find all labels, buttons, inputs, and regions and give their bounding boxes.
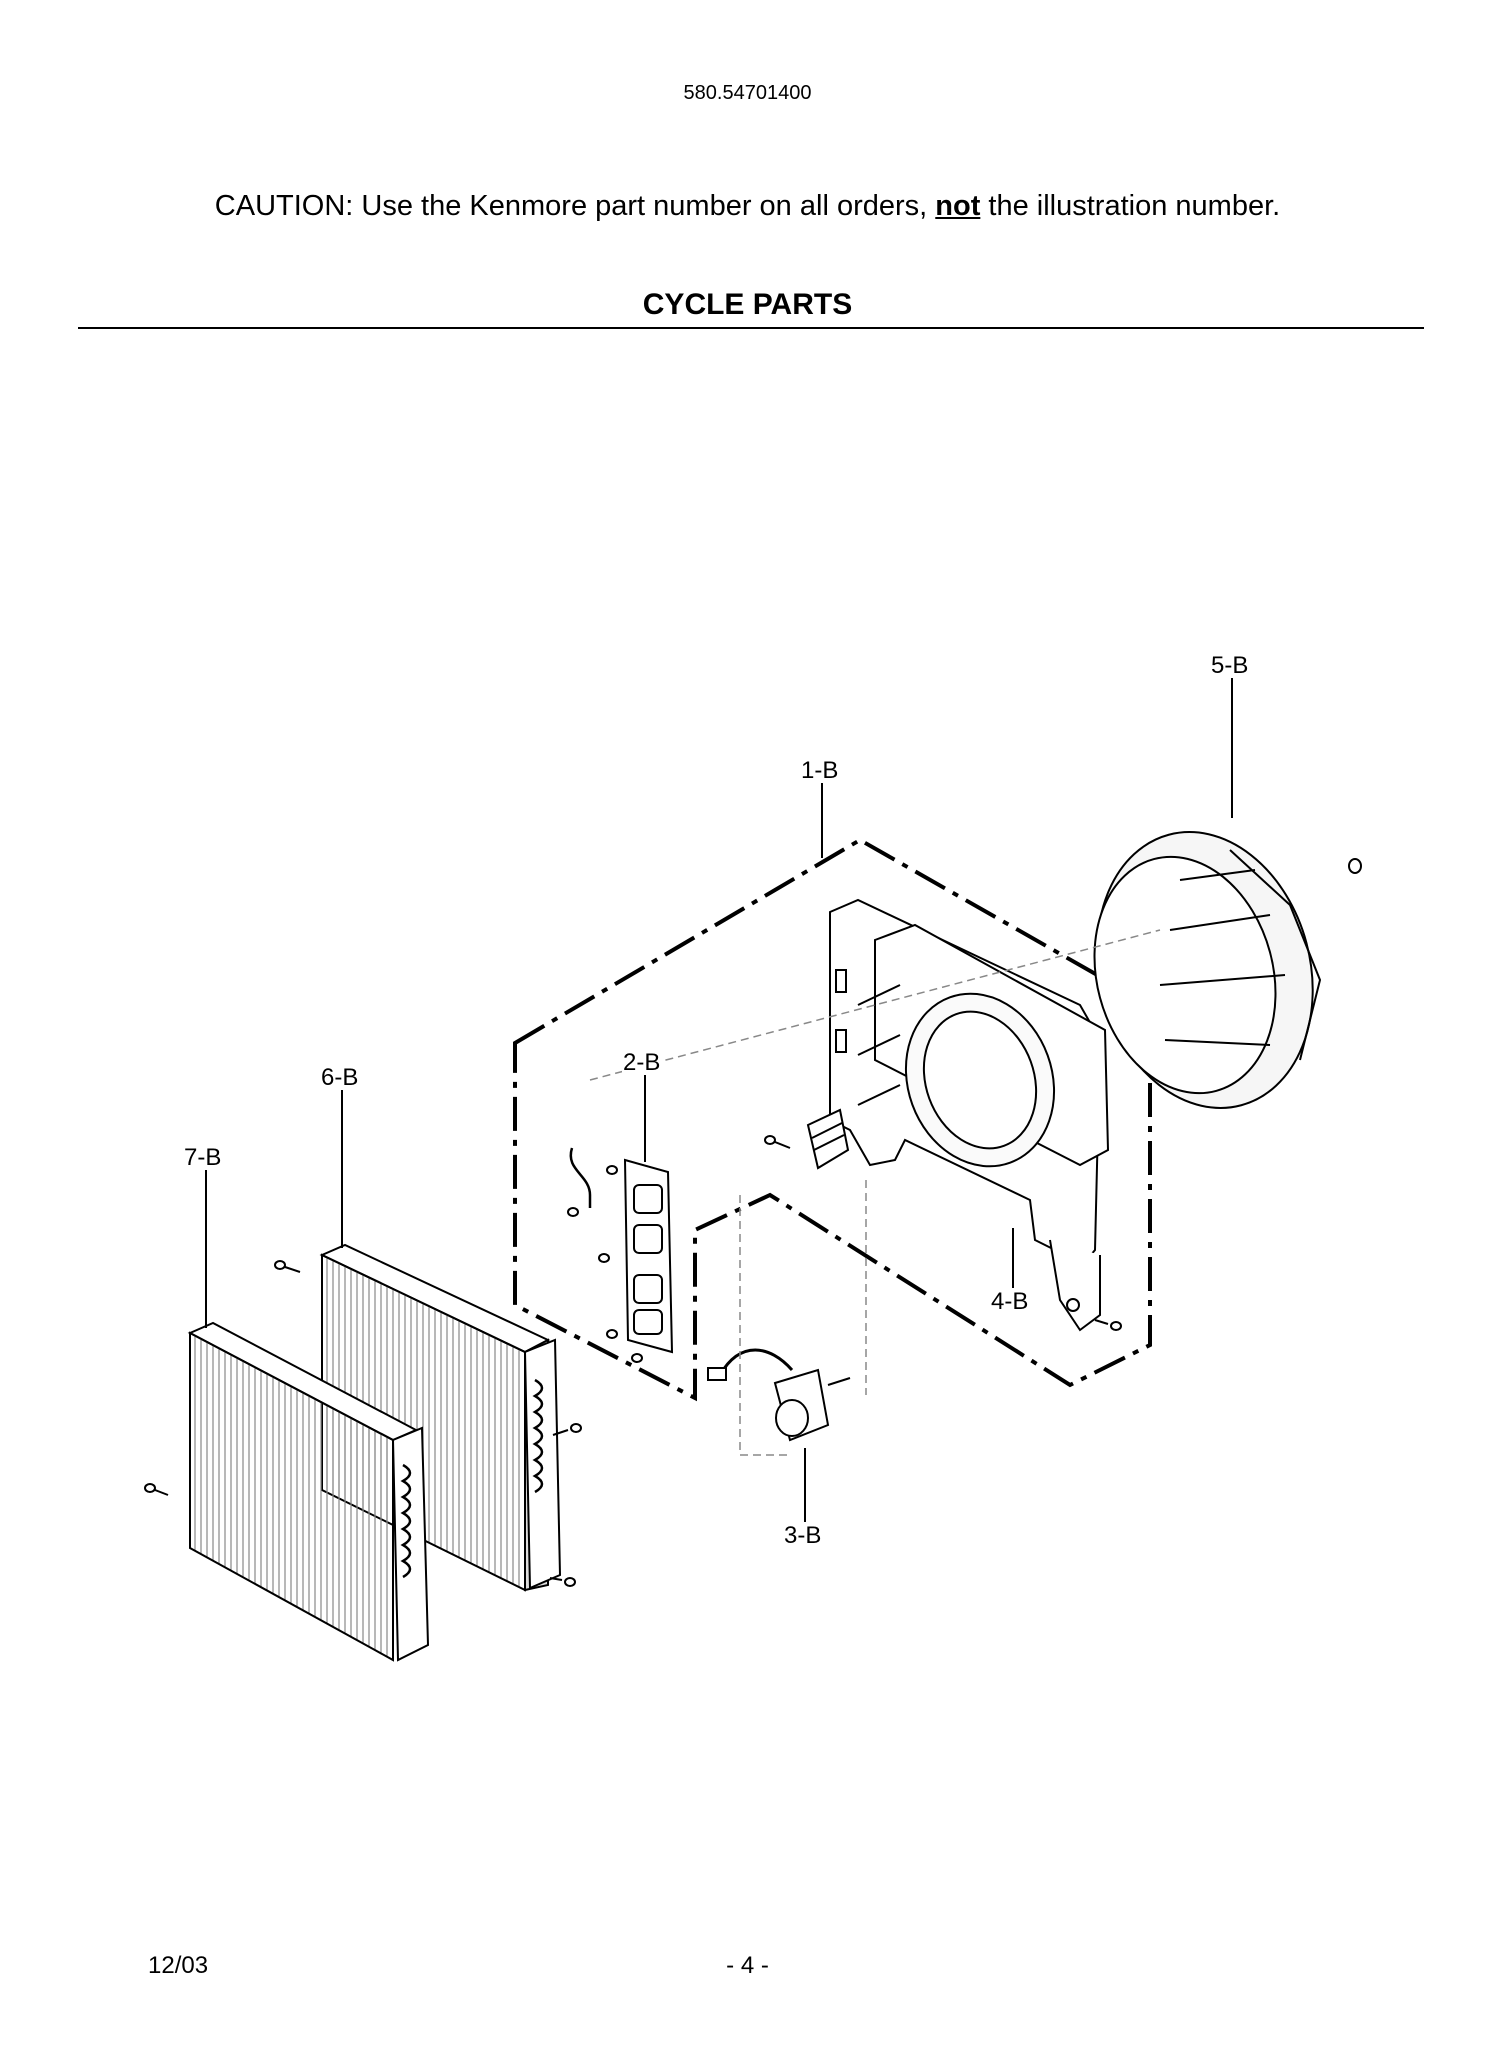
title-rule [78, 327, 1424, 329]
blower-wheel [1093, 831, 1362, 1109]
callout-1b: 1-B [800, 757, 840, 784]
callout-3b: 3-B [783, 1522, 823, 1549]
callout-5b: 5-B [1210, 652, 1250, 679]
callout-2b: 2-B [622, 1049, 662, 1076]
callout-4b: 4-B [990, 1288, 1030, 1315]
model-number: 580.54701400 [683, 82, 812, 104]
footer-date: 12/03 [148, 1952, 209, 1979]
control-bracket [569, 1147, 674, 1354]
callout-7b: 7-B [183, 1144, 223, 1171]
guide-lines [589, 929, 1161, 1456]
section-title: CYCLE PARTS [642, 288, 853, 321]
screws [144, 1135, 1122, 1587]
caution-emphasis: not [935, 190, 981, 222]
coil-7 [187, 1321, 430, 1662]
caution-notice: CAUTION: Use the Kenmore part number on … [0, 190, 1495, 223]
footer-page-number: - 4 - [726, 1952, 769, 1979]
caution-prefix: CAUTION: Use the Kenmore part number on … [214, 190, 936, 222]
callout-6b: 6-B [320, 1064, 360, 1091]
motor-mount-bracket [806, 898, 1110, 1332]
leader-lines [205, 678, 1233, 1522]
caution-suffix: the illustration number. [980, 190, 1281, 222]
fan-motor [707, 1348, 851, 1442]
group-1-boundary [513, 837, 1152, 1402]
